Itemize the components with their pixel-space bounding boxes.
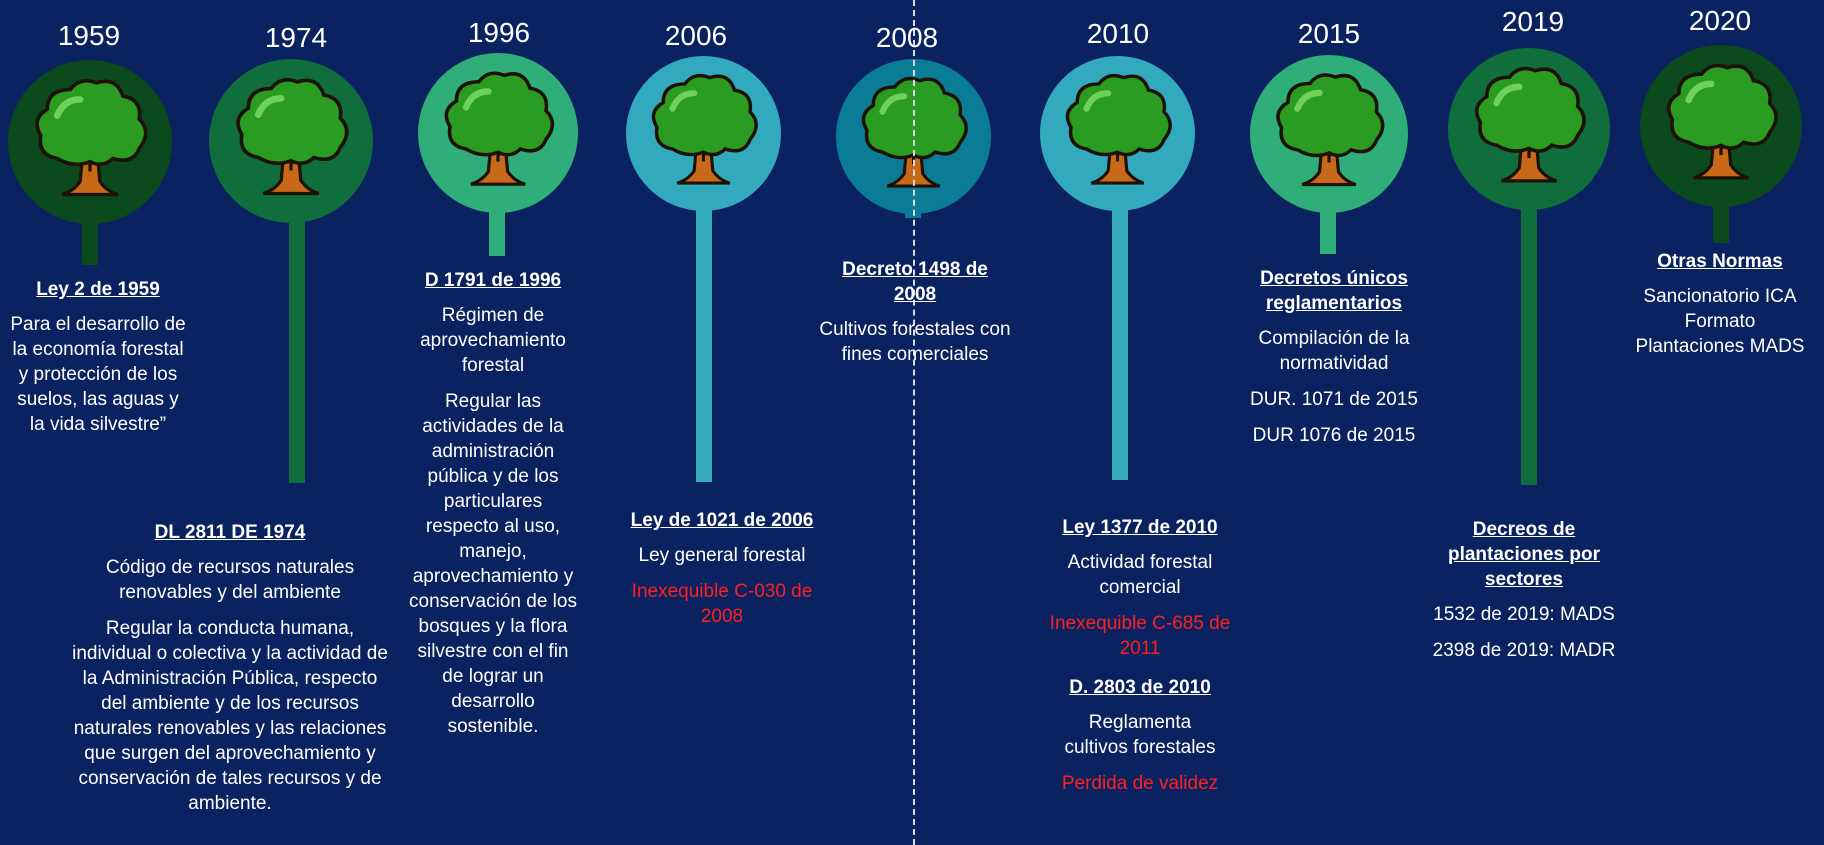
tree-icon [1448,48,1610,210]
timeline-node-1974 [209,59,373,223]
year-label-1974: 1974 [264,22,328,53]
year-label-2010: 2010 [1086,18,1150,49]
entry-description: Compilación de la normatividad [1258,328,1410,374]
entry-description: Actividad forestal comercial [1067,552,1213,598]
timeline-stem-2020 [1713,195,1729,243]
entry-2006: Ley de 1021 de 2006 Ley general forestal… [620,508,824,640]
tree-icon [209,59,373,223]
entry-description-secondary: Reglamenta cultivos forestales [1064,712,1216,758]
timeline-stem-1996 [489,200,505,256]
entry-description: Código de recursos naturales renovables … [105,557,355,603]
year-label-2008: 2008 [875,22,939,53]
timeline-node-2006 [626,56,781,211]
tree-icon [1640,45,1802,207]
tree-icon [8,60,172,224]
entry-1959: Ley 2 de 1959 Para el desarrollo de la e… [8,277,188,448]
timeline-stem-2015 [1320,200,1336,254]
year-label-2006: 2006 [664,20,728,51]
entry-description: DUR. 1071 de 2015 [1250,389,1418,410]
entry-title: Decreto 1498 de 2008 [842,259,988,305]
year-label-1959: 1959 [57,20,121,51]
timeline-node-1996 [418,53,578,213]
entry-status-note-secondary: Perdida de validez [1061,773,1219,794]
entry-title: Ley 1377 de 2010 [1062,517,1218,538]
tree-icon [1040,56,1195,211]
entry-2015: Decretos únicos reglamentarios Compilaci… [1236,266,1432,459]
entry-description: Para el desarrollo de la economía forest… [10,314,186,435]
entry-description: Ley general forestal [638,545,806,566]
timeline-node-2020 [1640,45,1802,207]
timeline-stem-2010 [1112,200,1128,480]
timeline-node-2019 [1448,48,1610,210]
timeline-stem-2006 [696,200,712,482]
entry-2008: Decreto 1498 de 2008 Cultivos forestales… [808,257,1022,378]
entry-description: 2398 de 2019: MADR [1432,640,1616,661]
year-label-2015: 2015 [1297,18,1361,49]
entry-2020: Otras Normas Sancionatorio ICA Formato P… [1622,249,1818,370]
entry-title: Otras Normas [1657,251,1783,272]
timeline-node-1959 [8,60,172,224]
entry-title: Ley de 1021 de 2006 [630,510,814,531]
timeline-node-2015 [1250,55,1408,213]
dashed-divider-line [913,0,915,845]
entry-status-note: Inexequible C-030 de 2008 [631,581,813,627]
timeline-stem-1974 [289,200,305,483]
year-label-2020: 2020 [1688,5,1752,36]
entry-title-secondary: D. 2803 de 2010 [1069,677,1211,698]
entry-status-note: Inexequible C-685 de 2011 [1049,613,1231,659]
entry-2019: Decreos de plantaciones por sectores 153… [1412,517,1636,674]
entry-1996: D 1791 de 1996 Régimen de aprovechamient… [408,268,578,750]
entry-description: DUR 1076 de 2015 [1252,425,1416,446]
entry-title: Ley 2 de 1959 [36,279,160,300]
tree-icon [418,53,578,213]
tree-icon [1250,55,1408,213]
timeline-stem-2019 [1521,200,1537,485]
entry-description: 1532 de 2019: MADS [1433,604,1615,625]
year-label-1996: 1996 [467,17,531,48]
entry-description: Regular las actividades de la administra… [409,391,577,737]
entry-description: Regular la conducta humana, individual o… [72,618,388,814]
tree-icon [626,56,781,211]
entry-2010: Ley 1377 de 2010 Actividad forestal come… [1036,515,1244,807]
entry-title: Decretos únicos reglamentarios [1260,268,1408,314]
entry-title: D 1791 de 1996 [424,270,562,291]
year-label-2019: 2019 [1501,6,1565,37]
entry-title: DL 2811 DE 1974 [154,522,306,543]
entry-description: Sancionatorio ICA Formato Plantaciones M… [1635,286,1805,357]
entry-1974: DL 2811 DE 1974 Código de recursos natur… [70,520,390,827]
entry-description: Régimen de aprovechamiento forestal [420,305,566,376]
timeline-node-2010 [1040,56,1195,211]
entry-description: Cultivos forestales con fines comerciale… [819,319,1011,365]
entry-title: Decreos de plantaciones por sectores [1447,519,1601,590]
